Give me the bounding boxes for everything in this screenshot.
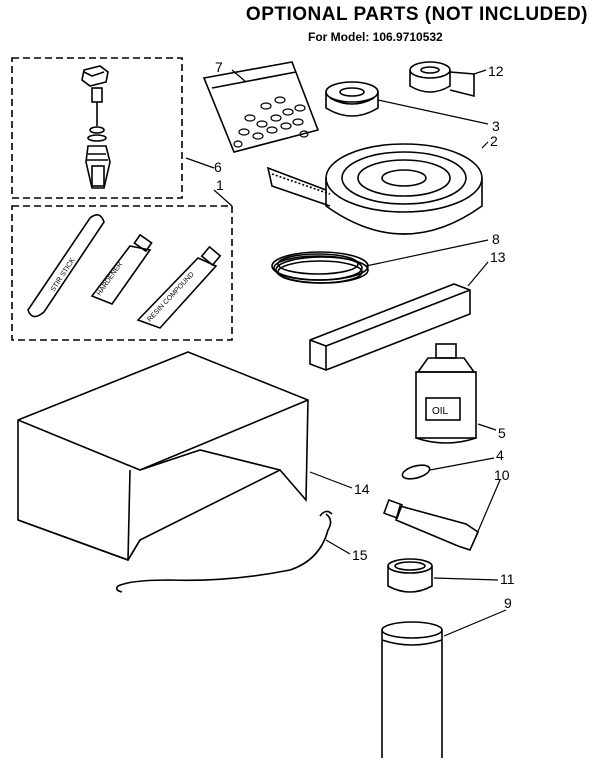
callout-13: 13	[490, 249, 506, 265]
oil-bottle: OIL	[415, 343, 477, 444]
large-tape-roll	[266, 143, 483, 235]
callout-numbers: 7 6 1 12 3 2 8 13 5 4 10 11 9 14 15	[214, 59, 515, 611]
valve-part-icon	[81, 65, 111, 189]
callout-11: 11	[500, 571, 515, 587]
small-capsule	[401, 464, 431, 480]
callout-15: 15	[352, 547, 368, 563]
callout-1: 1	[216, 177, 224, 193]
callout-3: 3	[492, 118, 500, 134]
small-can	[387, 558, 433, 593]
foam-block	[309, 283, 471, 371]
callout-2: 2	[490, 133, 498, 149]
ac-cover	[17, 351, 309, 561]
resin-tube: RESIN COMPOUND	[136, 245, 222, 329]
page-title: OPTIONAL PARTS (NOT INCLUDED)	[245, 4, 588, 25]
leader-lines	[185, 69, 507, 637]
stir-stick: STIR STICK	[27, 214, 105, 318]
callout-10: 10	[494, 467, 510, 483]
valve-kit-box	[11, 57, 183, 199]
patch-kit-box: STIR STICK HARDENER RESIN COMPOUND	[11, 205, 233, 341]
callout-4: 4	[496, 447, 504, 463]
callout-9: 9	[504, 595, 512, 611]
hardener-tube: HARDENER	[90, 233, 153, 305]
callout-5: 5	[498, 425, 506, 441]
foam-tape-roll	[409, 61, 475, 98]
spray-can	[381, 621, 443, 758]
callout-7: 7	[215, 59, 223, 75]
model-subtitle: For Model: 106.9710532	[308, 30, 443, 44]
callout-6: 6	[214, 159, 222, 175]
sealant-tube	[383, 499, 480, 551]
small-tape-roll	[325, 81, 379, 117]
coiled-wire	[271, 251, 369, 284]
washer-bag	[202, 61, 320, 153]
callout-8: 8	[492, 231, 500, 247]
stir-stick-label: STIR STICK	[50, 257, 77, 293]
draw-cord	[115, 510, 333, 593]
callout-12: 12	[488, 63, 504, 79]
oil-label: OIL	[432, 406, 449, 417]
callout-14: 14	[354, 481, 370, 497]
